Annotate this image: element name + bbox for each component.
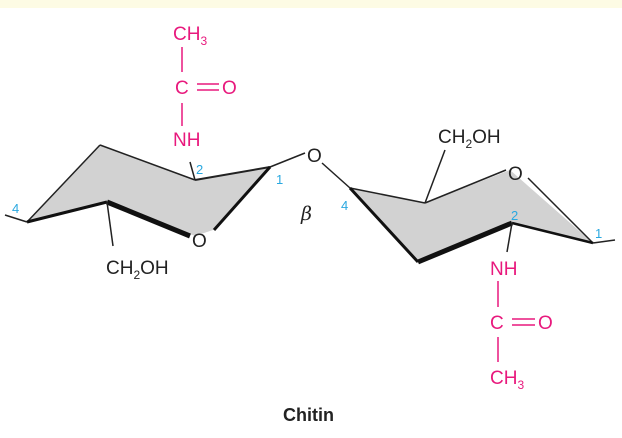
glycosidic-oxygen: O <box>307 146 322 167</box>
right-c4-number: 4 <box>341 198 348 213</box>
left-acetamido-group: NH C O CH3 <box>173 24 237 151</box>
left-nh: NH <box>173 130 200 151</box>
right-methyl: CH3 <box>490 368 524 392</box>
left-c2-number: 2 <box>196 162 203 177</box>
right-carbonyl-carbon: C <box>490 313 504 334</box>
beta-linkage-label: β <box>300 203 312 225</box>
right-ch2oh: CH2OH <box>438 127 501 151</box>
left-methyl: CH3 <box>173 24 207 48</box>
left-ring-oxygen: O <box>192 231 207 252</box>
right-carbonyl-oxygen: O <box>538 313 553 334</box>
diagram-title: Chitin <box>283 405 334 425</box>
right-c2-number: 2 <box>511 208 518 223</box>
right-ring <box>348 149 616 265</box>
left-carbonyl-oxygen: O <box>222 78 237 99</box>
left-ring <box>4 144 306 247</box>
left-carbonyl-carbon: C <box>175 78 189 99</box>
right-nh: NH <box>490 259 517 280</box>
top-band <box>0 0 622 8</box>
left-ch2oh: CH2OH <box>106 258 169 282</box>
left-c4-number: 4 <box>12 201 19 216</box>
right-c1-number: 1 <box>595 226 602 241</box>
left-ring-fill <box>27 145 270 236</box>
right-ring-fill <box>350 170 593 262</box>
left-c1-number: 1 <box>276 172 283 187</box>
right-acetamido-group: NH C O CH3 <box>490 259 553 392</box>
right-ring-oxygen: O <box>508 164 523 185</box>
